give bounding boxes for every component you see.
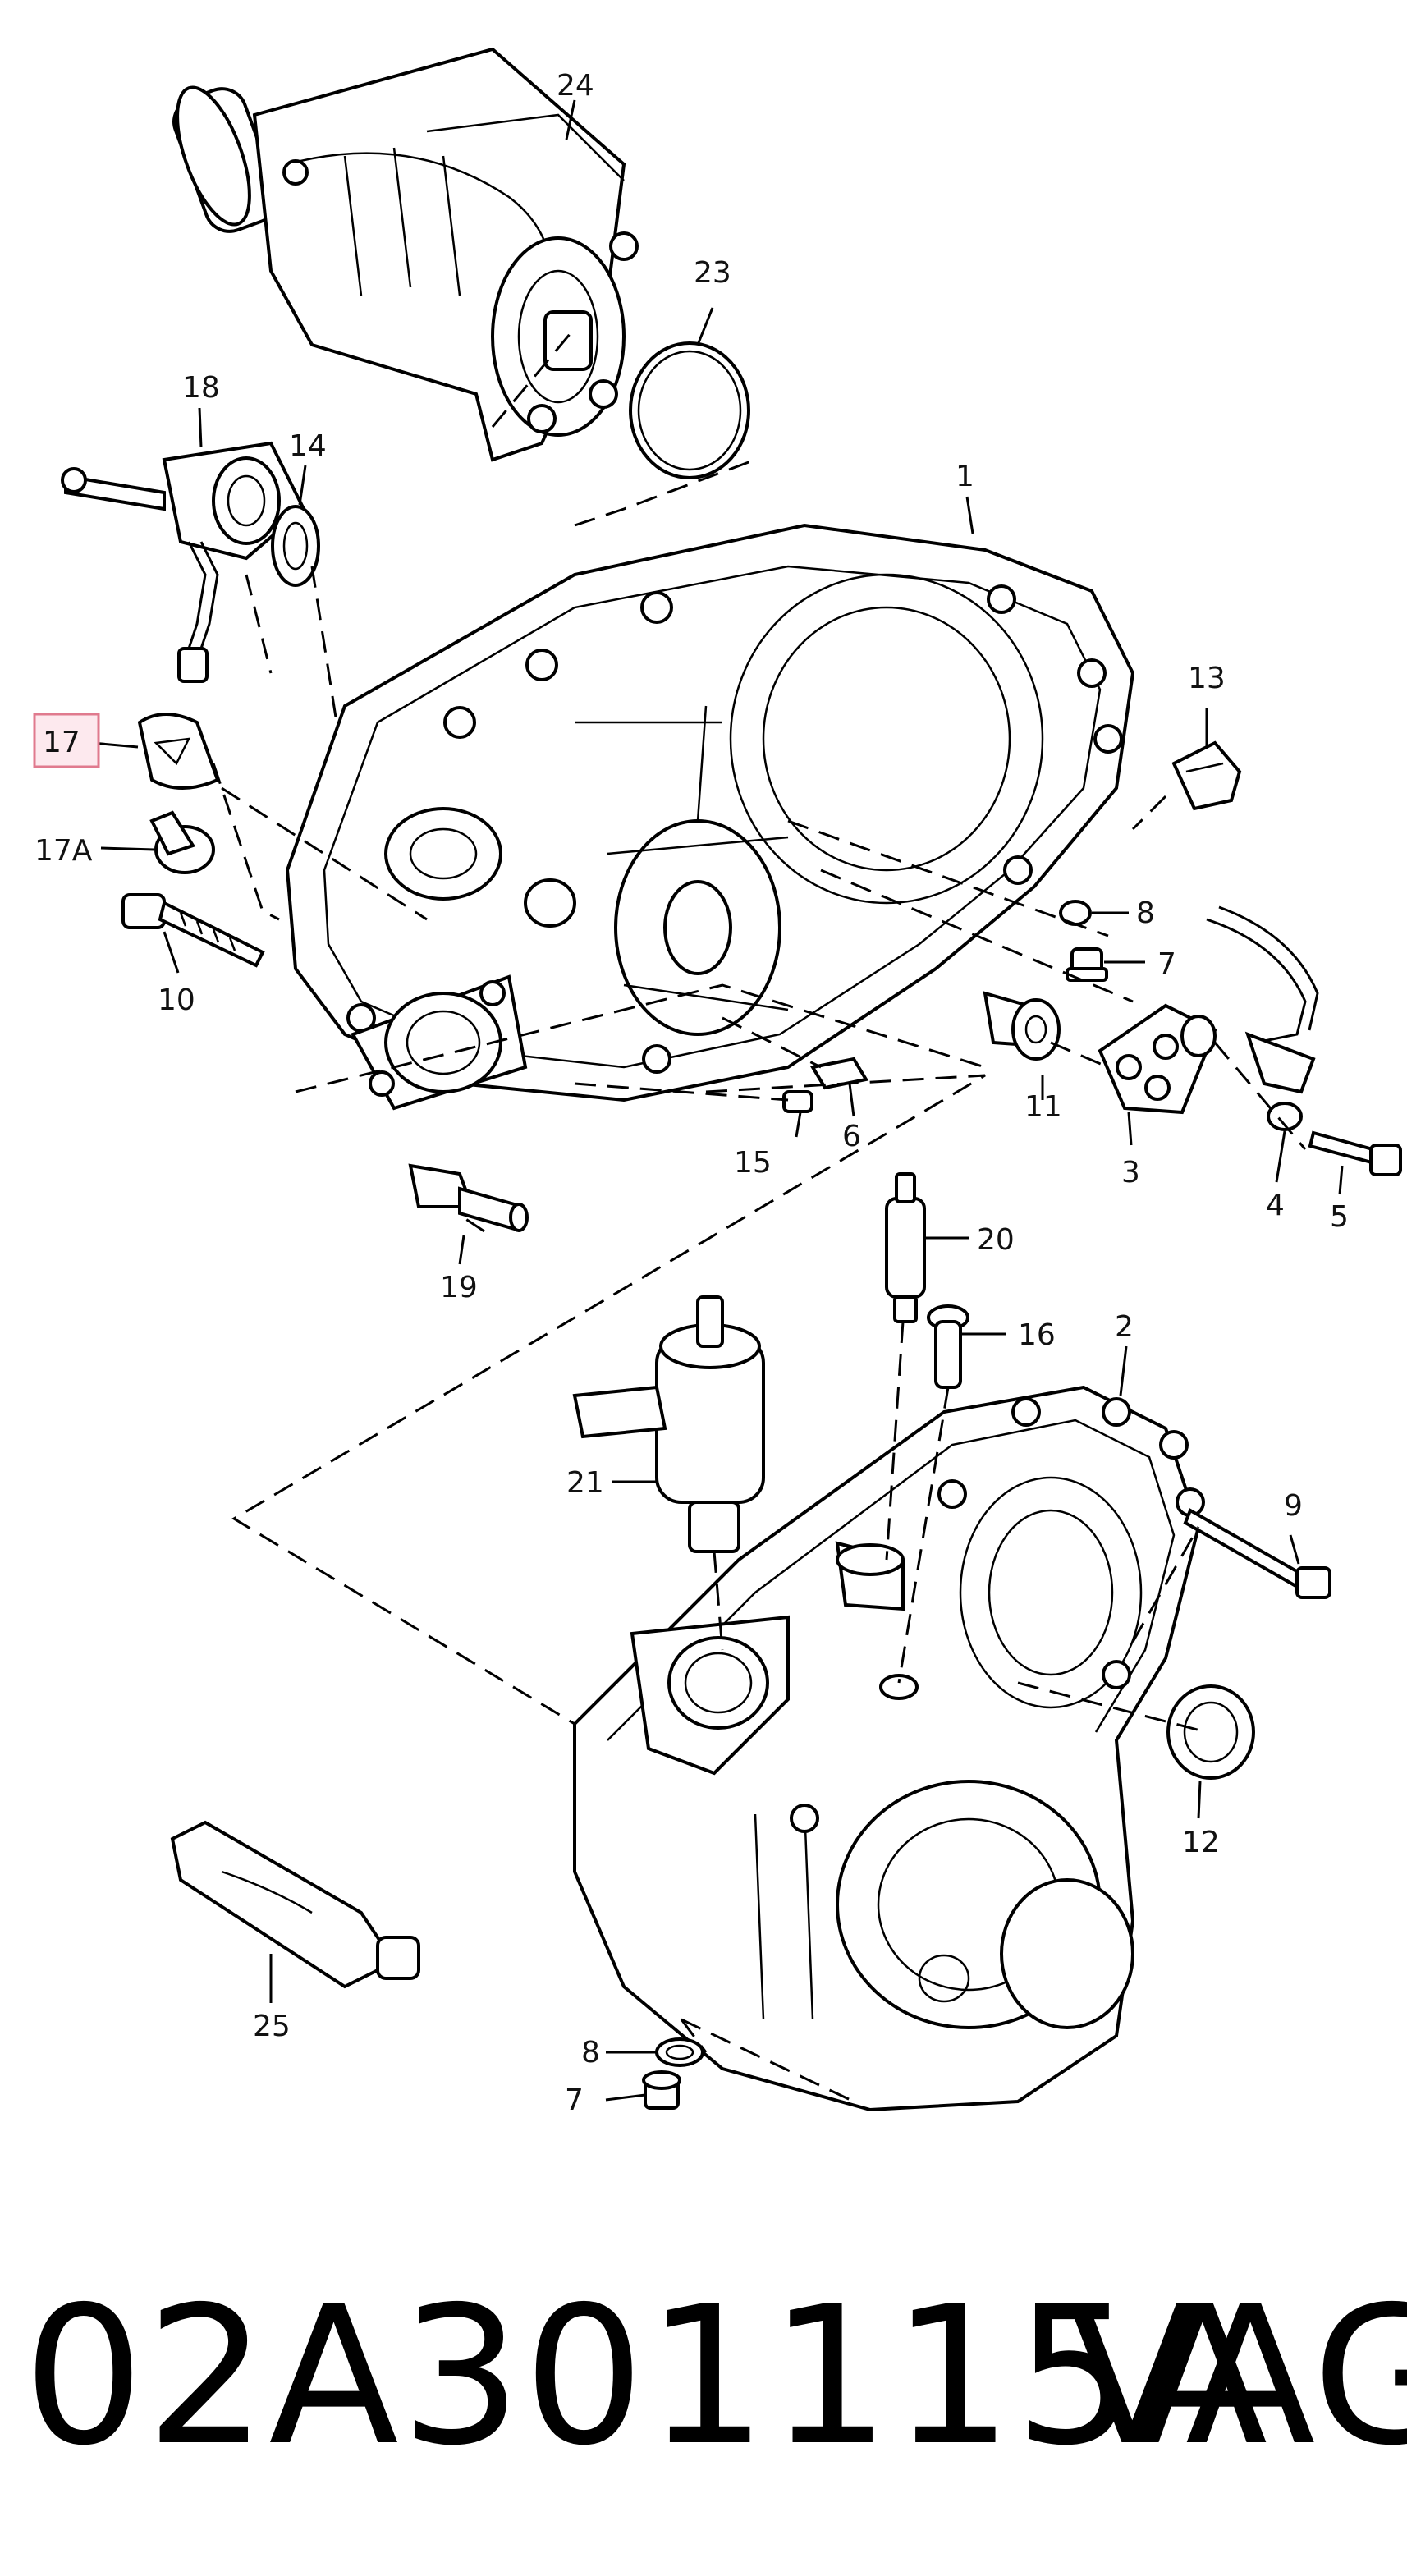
part-10-bolt [121,893,265,968]
callout-2[interactable]: 2 [1115,1310,1134,1344]
callout-18[interactable]: 18 [182,371,220,405]
part-15-pin [782,1090,813,1113]
part-11-bushing [983,991,1061,1061]
part-20-pin [885,1172,926,1323]
part-6-block [809,1057,869,1090]
part-9-bolt [1183,1508,1331,1599]
callout-17a[interactable]: 17A [34,834,93,868]
callout-19[interactable]: 19 [440,1271,478,1304]
callout-4[interactable]: 4 [1266,1189,1285,1222]
part-23-o-ring [629,341,750,479]
callout-16[interactable]: 16 [1018,1318,1056,1352]
callout-8-upper[interactable]: 8 [1136,896,1155,930]
part-5-bolt [1308,1130,1402,1176]
part-17-grommet [137,713,220,790]
callout-25[interactable]: 25 [253,2010,291,2043]
callout-11[interactable]: 11 [1024,1090,1062,1124]
callout-5[interactable]: 5 [1330,1200,1349,1234]
part-7-plug-upper [1066,947,1108,982]
callout-10[interactable]: 10 [158,983,195,1017]
callout-labels: 24 23 18 14 1 13 17 17A 10 8 7 11 3 4 5 … [34,69,1349,2117]
part-24-drive-unit [172,47,639,462]
callout-13[interactable]: 13 [1188,662,1226,695]
callout-6[interactable]: 6 [842,1120,861,1153]
callout-20[interactable]: 20 [977,1223,1015,1257]
callout-leaders [91,99,1344,2102]
part-21-actuator [572,1295,765,1553]
callout-3[interactable]: 3 [1121,1156,1140,1189]
part-18-slave-cylinder [61,441,306,683]
part-1-transmission-housing [285,523,1135,1111]
callout-1[interactable]: 1 [956,460,974,493]
part-4-bracket [1206,905,1319,1131]
part-7-plug-lower [642,2070,681,2110]
callout-12[interactable]: 12 [1182,1826,1220,1859]
brand-name: VAG [1067,2266,1407,2487]
part-2-housing-cover [573,1385,1205,2112]
callout-23[interactable]: 23 [694,256,731,290]
callout-7-lower[interactable]: 7 [565,2083,584,2117]
callout-8-lower[interactable]: 8 [581,2036,600,2070]
callout-17[interactable]: 17 [43,726,80,759]
part-8-seal-ring-upper [1059,900,1092,926]
part-caption: 02A301115A VAG [0,2253,1407,2500]
assembly-lines [212,328,1307,2103]
part-25-sealant-tube [170,1820,420,1989]
callout-17-highlight [33,713,100,768]
part-17a-grommet [149,810,215,874]
part-13-clip [1171,740,1242,811]
part-12-seal [1166,1684,1255,1780]
part-number: 02A301115A [23,2266,1270,2487]
callout-21[interactable]: 21 [566,1466,604,1500]
part-3-flange-plate [1098,1003,1217,1115]
part-16-pin [927,1304,969,1389]
callout-9[interactable]: 9 [1284,1489,1303,1523]
part-19-sensor [408,1163,529,1232]
callout-14[interactable]: 14 [289,429,327,463]
part-14-seal [271,505,320,587]
callout-7-upper[interactable]: 7 [1157,947,1176,981]
part-8-seal-ring-lower [655,2037,704,2067]
callout-24[interactable]: 24 [557,69,594,103]
callout-15[interactable]: 15 [734,1146,772,1180]
